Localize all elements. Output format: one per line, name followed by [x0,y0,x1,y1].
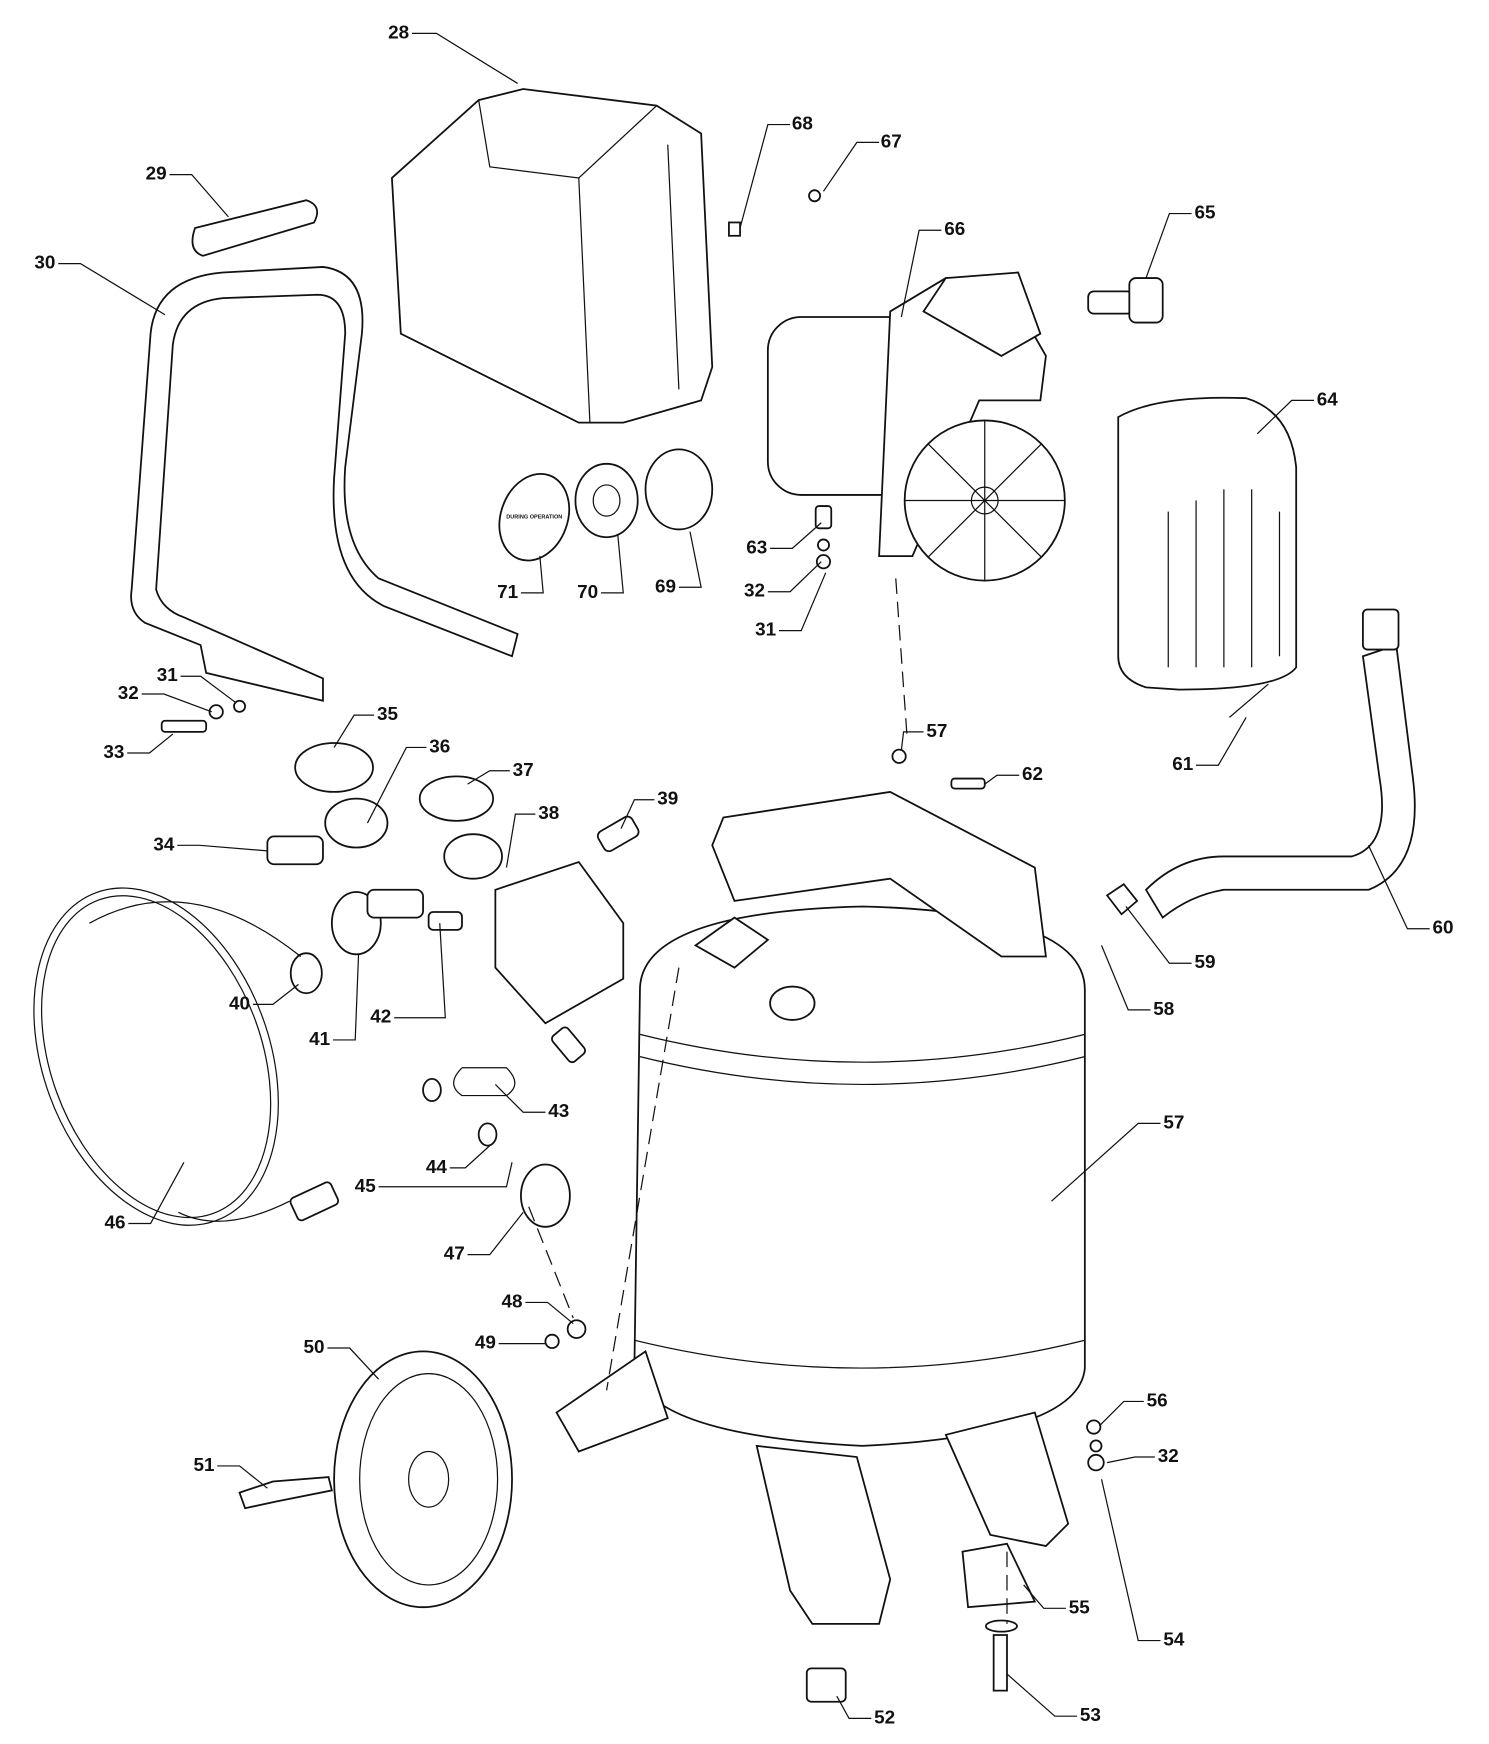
callout-56: 56 [1147,1390,1168,1411]
callout-52: 52 [874,1707,895,1728]
handle-grip [191,199,319,257]
callout-34: 34 [153,834,175,855]
callout-61: 61 [1172,754,1193,775]
callout-48: 48 [502,1291,523,1312]
leader-lines [58,32,1430,1720]
callout-37: 37 [513,760,534,781]
handle-frame [130,266,519,702]
callout-40: 40 [229,993,250,1014]
callout-53: 53 [1080,1705,1101,1726]
tank-legs [555,1349,1070,1625]
callout-32: 32 [744,581,765,602]
callout-46: 46 [104,1212,125,1233]
callout-70: 70 [577,582,598,603]
callout-67: 67 [881,131,902,152]
wheel [238,1350,513,1609]
tank [633,790,1086,1447]
belt-guard-cover [1117,396,1298,691]
manifold-gauges [266,742,640,1349]
callout-38: 38 [538,803,559,824]
filter-parts: DURING OPERATION [498,448,714,562]
callout-50: 50 [304,1337,325,1358]
callout-71: 71 [497,582,518,603]
callout-45: 45 [355,1176,376,1197]
callout-31-handle: 31 [157,665,178,686]
callout-28: 28 [388,22,409,43]
callout-33: 33 [103,742,124,763]
callout-55: 55 [1069,1597,1090,1618]
callout-66: 66 [944,219,965,240]
callout-57-tank: 57 [1163,1112,1184,1133]
outlet-hose [1105,608,1416,919]
callout-labels: 28 29 30 68 67 66 65 64 63 32 31 71 70 6… [34,22,1453,1728]
callout-69: 69 [655,576,676,597]
callout-68: 68 [792,114,813,135]
elbow-fitting [1087,277,1164,324]
small-hardware [160,189,1269,1703]
callout-35: 35 [377,704,398,725]
callout-39: 39 [657,789,678,810]
callout-63: 63 [746,537,767,558]
callout-65: 65 [1194,203,1215,224]
callout-62: 62 [1022,764,1043,785]
callout-51: 51 [193,1455,214,1476]
callout-36: 36 [429,736,450,757]
callout-57-top: 57 [926,721,947,742]
callout-32-foot: 32 [1158,1446,1179,1467]
callout-30: 30 [34,253,55,274]
callout-59: 59 [1194,952,1215,973]
power-cord [33,887,340,1226]
callout-29: 29 [146,164,167,185]
callout-32-handle: 32 [118,683,139,704]
callout-41: 41 [309,1029,330,1050]
callout-43: 43 [548,1101,569,1122]
callout-42: 42 [370,1007,391,1028]
callout-60: 60 [1432,918,1453,939]
callout-47: 47 [444,1244,465,1265]
pressure-switch [494,860,625,1025]
callout-44: 44 [426,1157,448,1178]
motor-pump [766,271,1066,582]
stamp-text: DURING OPERATION [506,515,562,521]
callout-54: 54 [1163,1630,1185,1651]
callout-49: 49 [475,1333,496,1354]
shroud [391,88,714,424]
callout-58: 58 [1153,999,1174,1020]
callout-64: 64 [1317,389,1339,410]
alignment-lines [528,578,1008,1624]
callout-31: 31 [755,620,776,641]
